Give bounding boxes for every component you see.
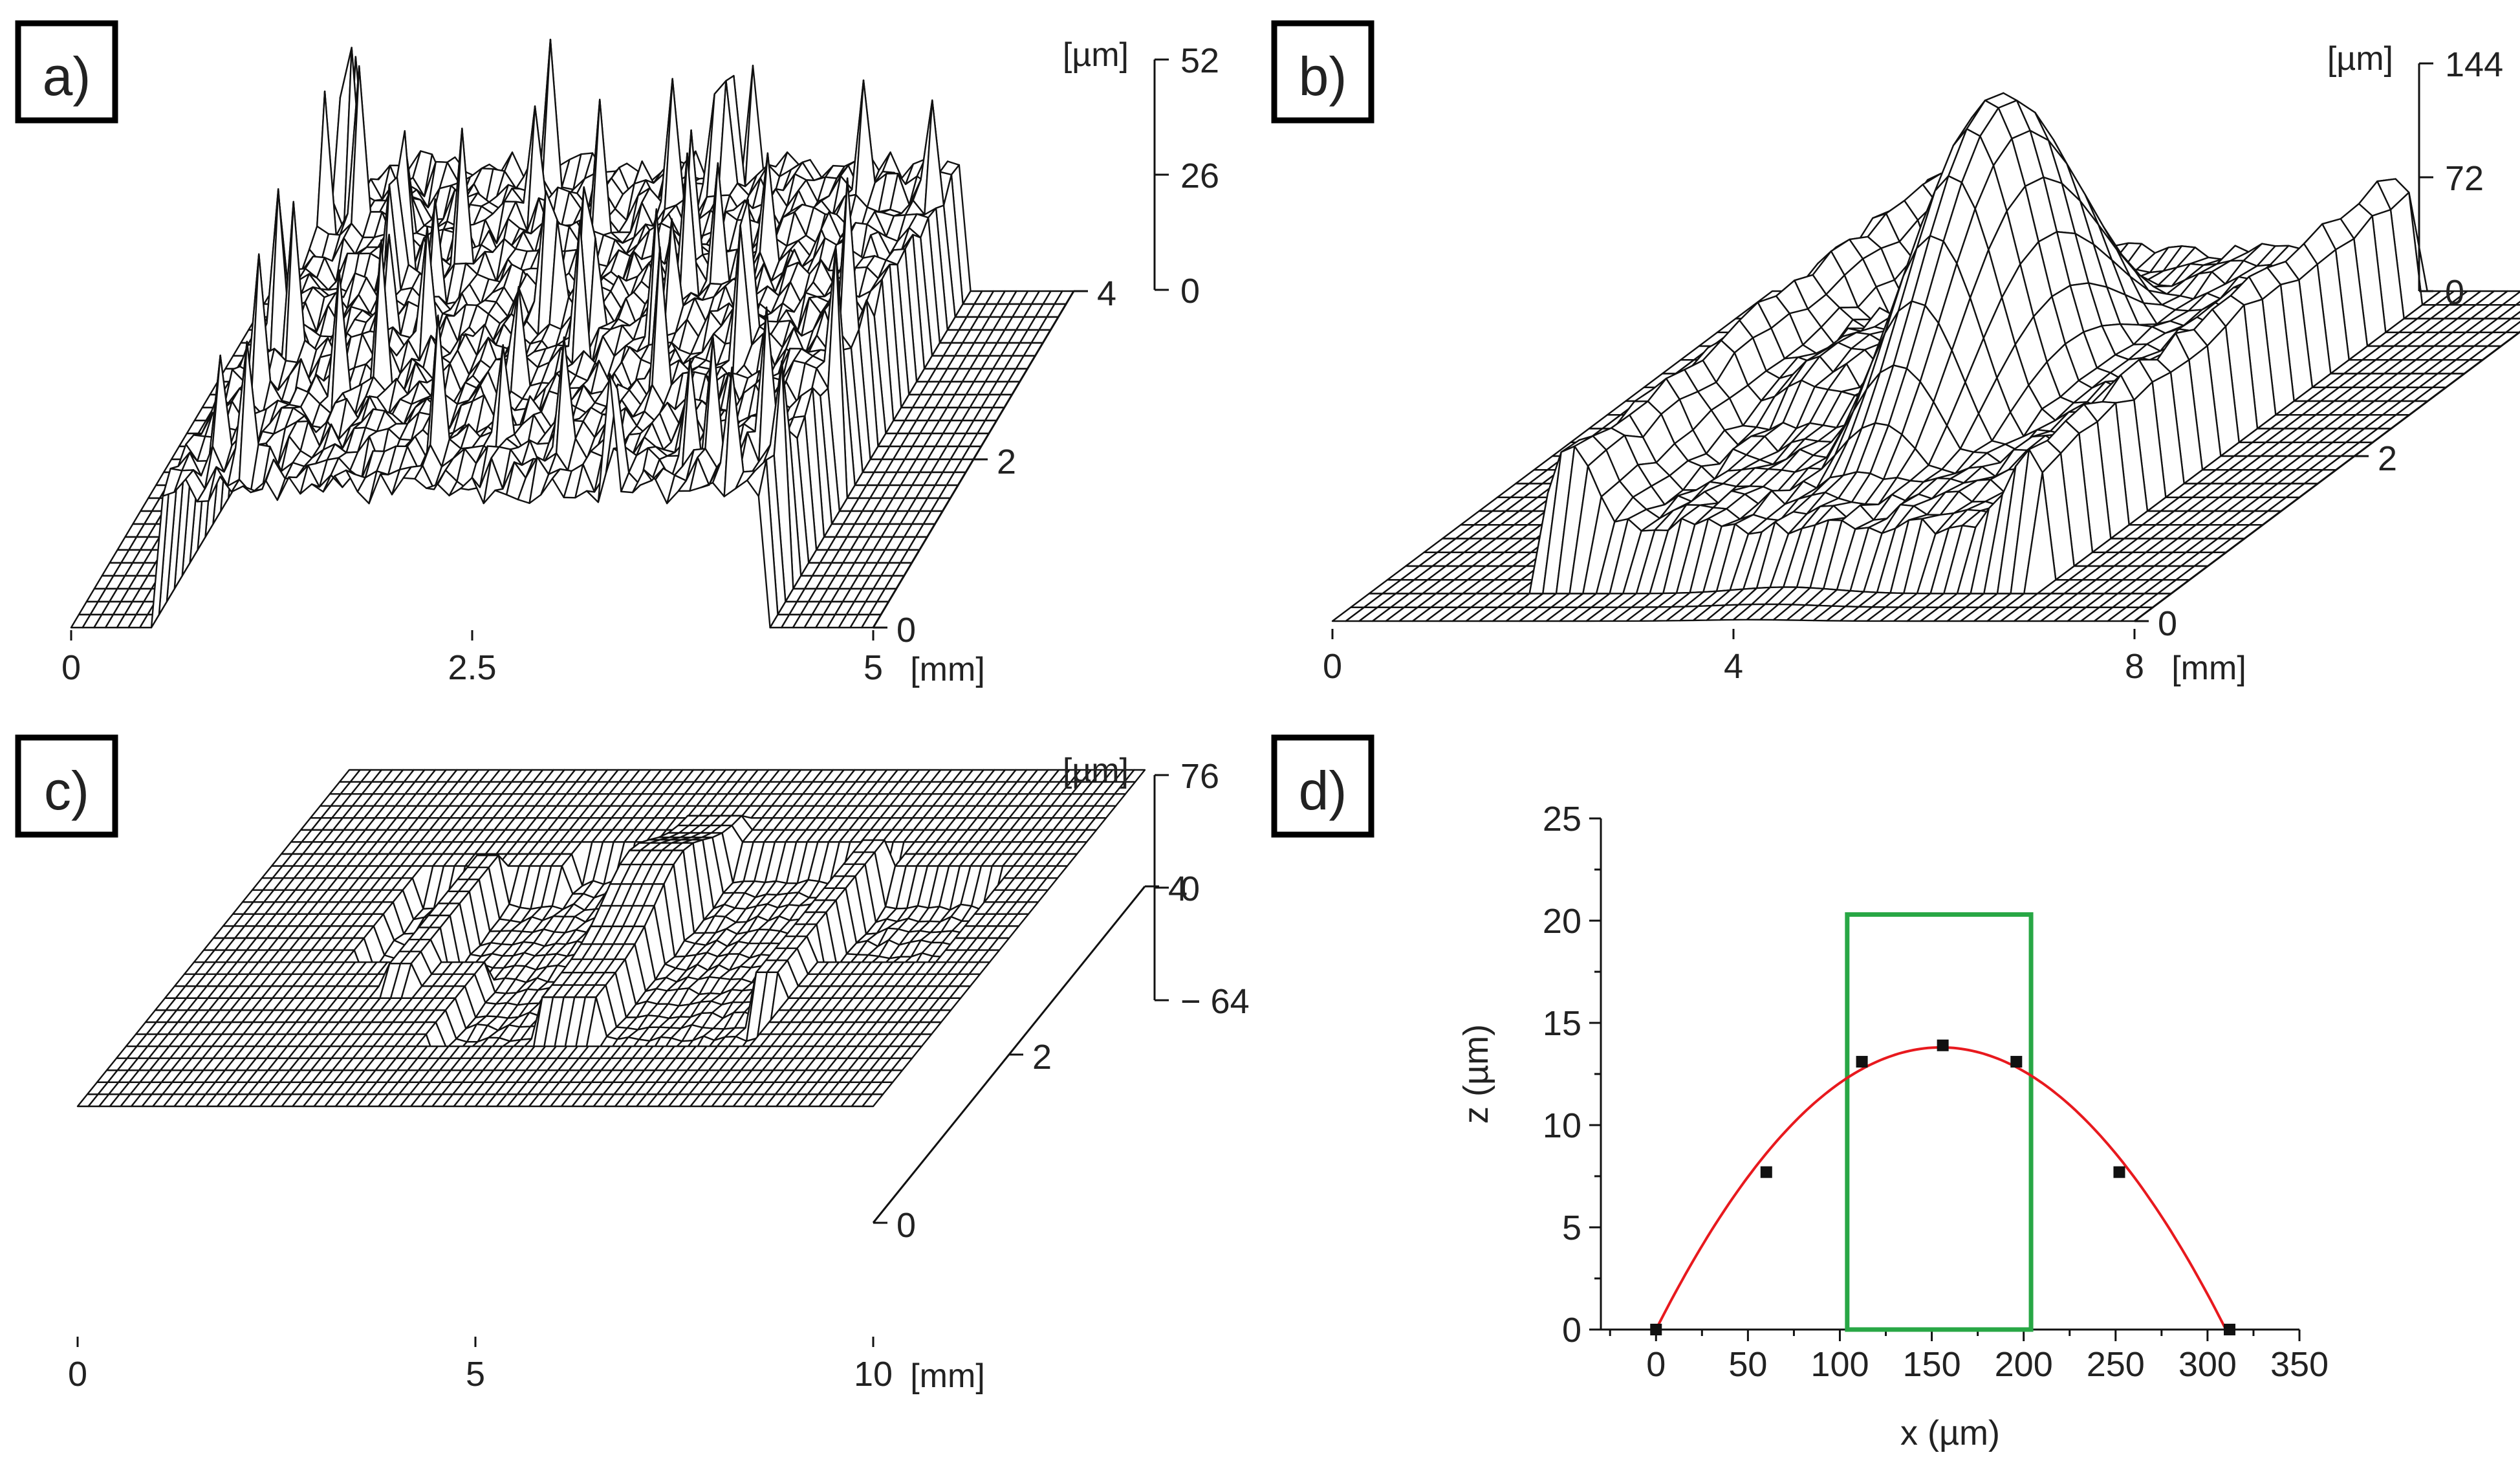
y-tick-label: 2	[997, 443, 1016, 481]
x-unit-label: [mm]	[2171, 650, 2246, 687]
x-tick-label: 8	[2125, 647, 2144, 686]
surface-row	[1368, 445, 2191, 595]
panel-label: b)	[1299, 46, 1347, 107]
z-unit-label: [µm]	[2327, 40, 2393, 78]
x-tick-label: 5	[864, 648, 883, 687]
z-tick-label: 72	[2445, 159, 2484, 198]
z-tick-label: 0	[2445, 273, 2464, 312]
y-tick-label: 4	[1097, 274, 1116, 313]
surface-mesh	[70, 38, 1075, 629]
surface-row	[329, 781, 1136, 795]
panel-b: 048[mm]024072144[µm]b)	[1271, 20, 2520, 687]
y-tick-label: 0	[896, 611, 916, 650]
surface-row	[319, 793, 1127, 807]
surface-row	[1331, 603, 2154, 622]
surface-cell	[541, 38, 563, 200]
surface-cell	[316, 90, 338, 237]
axes: 048[mm]024072144[µm]	[1323, 40, 2520, 687]
surface-row	[338, 769, 1146, 783]
x-tick-label: 4	[1724, 647, 1743, 686]
y-tick-label: 0	[2158, 604, 2177, 643]
z-tick-label: 144	[2445, 45, 2503, 84]
x-tick-label: 2.5	[448, 648, 496, 687]
surface-mesh	[76, 769, 1146, 1108]
panel-label-box	[15, 20, 118, 124]
x-tick-label: 0	[61, 648, 81, 687]
z-tick-label: 0	[1180, 272, 1200, 311]
x-tick-label: 0	[1323, 647, 1342, 686]
surface-mesh	[1331, 92, 2520, 622]
panel-label: a)	[43, 46, 91, 107]
z-tick-label: 26	[1180, 157, 1219, 195]
z-unit-label: [µm]	[1063, 36, 1129, 74]
surface-cell	[854, 79, 876, 208]
panel-label-box	[1271, 20, 1374, 124]
y-tick-label: 2	[2378, 439, 2397, 478]
x-unit-label: [mm]	[910, 651, 985, 688]
z-tick-label: 52	[1180, 41, 1219, 80]
surface-row	[70, 366, 882, 629]
